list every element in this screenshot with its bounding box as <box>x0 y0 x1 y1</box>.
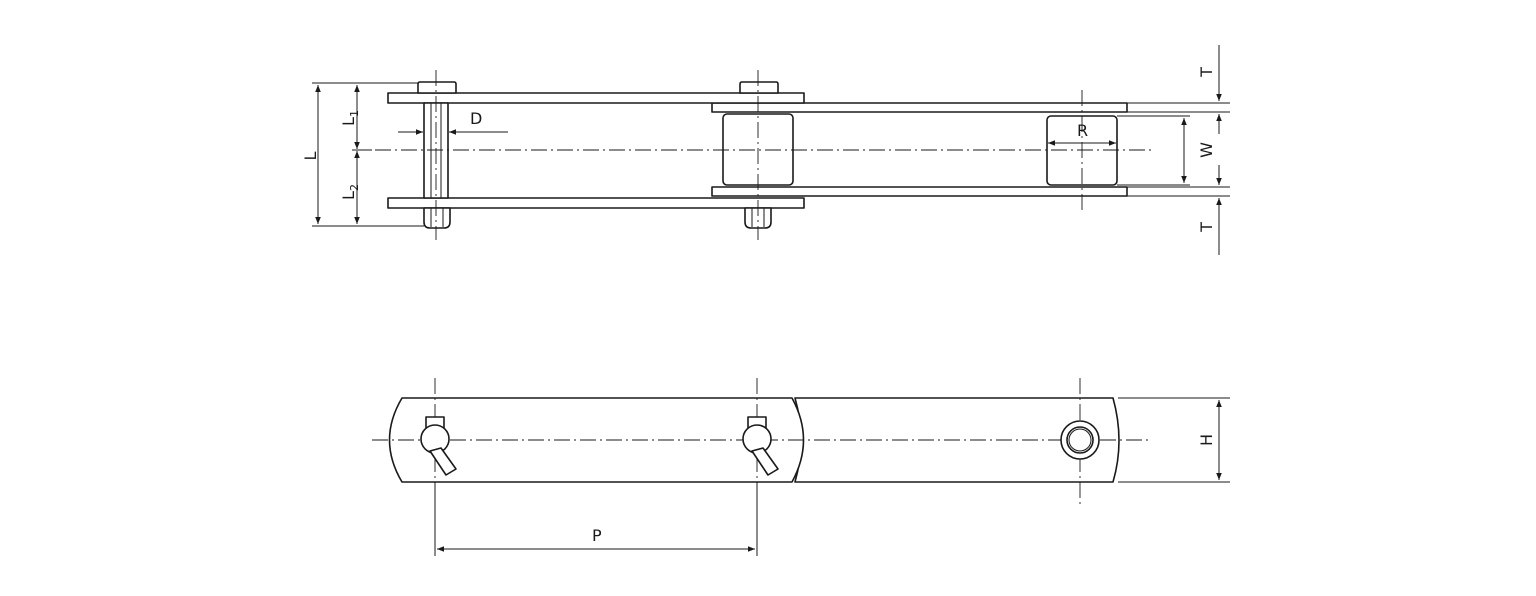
label-L: L <box>301 151 320 160</box>
label-T-bottom: T <box>1197 222 1216 233</box>
inner-plate-top <box>711 102 1128 113</box>
label-P: P <box>592 526 602 545</box>
outer-side-plate <box>388 397 805 483</box>
side-view: H P <box>372 378 1230 556</box>
outer-plate-bottom <box>387 197 805 209</box>
inner-plate-bottom <box>711 186 1128 197</box>
label-R: R <box>1077 121 1088 140</box>
pin-head-mid-side <box>742 416 779 476</box>
bushing-right-side <box>1060 420 1100 460</box>
outer-plate-top <box>387 92 805 104</box>
label-L2: L2 <box>339 184 361 200</box>
label-T-top: T <box>1197 67 1216 78</box>
label-W: W <box>1197 142 1216 158</box>
label-H: H <box>1197 434 1216 446</box>
label-D: D <box>470 109 482 128</box>
top-view: L L1 L2 D R W <box>301 45 1230 255</box>
pin-head-left-side <box>420 416 457 476</box>
label-L1: L1 <box>339 110 361 126</box>
pin-head-mid-top <box>739 81 779 94</box>
pin-head-left-top <box>417 81 457 94</box>
nut-left <box>423 207 451 229</box>
